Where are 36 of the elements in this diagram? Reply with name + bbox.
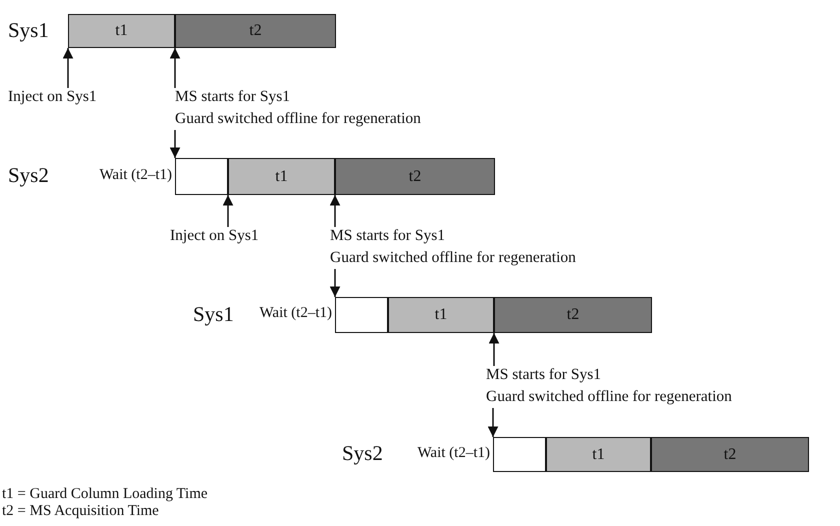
- row-label: Sys2: [342, 441, 383, 466]
- event-note: MS starts for Sys1: [330, 226, 446, 246]
- row-label: Sys2: [8, 163, 49, 188]
- time-segment-bar: t1: [388, 297, 494, 333]
- event-note: MS starts for Sys1: [175, 87, 291, 107]
- time-segment-bar: t1: [228, 158, 335, 195]
- arrow: [170, 130, 180, 158]
- time-segment-bar: t2: [494, 297, 652, 333]
- wait-segment-bar: [335, 297, 388, 333]
- wait-segment-bar: [493, 437, 546, 472]
- wait-segment-bar: [175, 158, 228, 195]
- wait-label: Wait (t2–t1): [259, 305, 332, 322]
- wait-label: Wait (t2–t1): [417, 444, 490, 462]
- time-segment-bar: t2: [175, 14, 336, 48]
- event-note: Guard switched offline for regeneration: [330, 248, 576, 268]
- note-text: t2 = MS Acquisition Time: [2, 503, 159, 520]
- event-note: MS starts for Sys1: [486, 365, 602, 385]
- time-segment-bar: t1: [546, 437, 651, 472]
- arrow: [222, 195, 234, 227]
- arrow: [488, 408, 498, 437]
- event-note: Inject on Sys1: [170, 225, 259, 247]
- row-label: Sys1: [193, 302, 234, 327]
- arrow: [62, 48, 74, 88]
- wait-label: Wait (t2–t1): [99, 166, 172, 184]
- arrow: [488, 333, 500, 366]
- event-note: Inject on Sys1: [8, 86, 97, 108]
- time-segment-bar: t2: [335, 158, 495, 195]
- row-label: Sys1: [8, 18, 49, 43]
- arrow: [330, 195, 340, 227]
- event-note: Guard switched offline for regeneration: [175, 109, 421, 129]
- arrow: [170, 48, 180, 88]
- event-note: Guard switched offline for regeneration: [486, 387, 732, 407]
- arrow: [330, 269, 340, 297]
- time-segment-bar: t1: [68, 14, 175, 48]
- note-text: t1 = Guard Column Loading Time: [2, 486, 208, 503]
- time-segment-bar: t2: [651, 437, 809, 472]
